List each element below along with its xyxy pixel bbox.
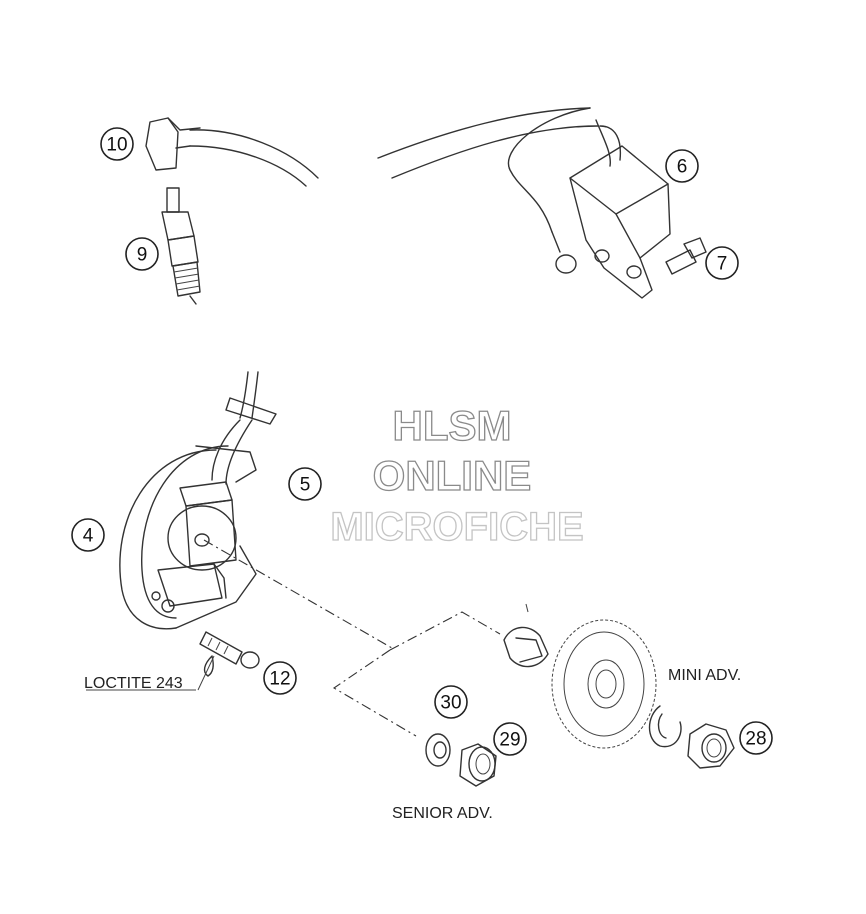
loctite-label: LOCTITE 243 [84, 675, 183, 692]
svg-text:30: 30 [440, 693, 461, 714]
stator-lead [211, 371, 277, 485]
flywheel-rotor [551, 619, 657, 749]
callout-9: 9 [125, 237, 159, 271]
svg-text:7: 7 [717, 254, 728, 275]
callout-29: 29 [493, 722, 527, 756]
svg-text:10: 10 [106, 135, 127, 156]
callout-12: 12 [263, 661, 297, 695]
callout-28: 28 [739, 721, 773, 755]
stator-screw [199, 631, 260, 677]
spark-plug [161, 187, 201, 305]
svg-text:29: 29 [499, 730, 520, 751]
rotor-nut [687, 723, 735, 769]
svg-text:4: 4 [83, 526, 94, 547]
alignment-lines [203, 539, 501, 737]
callout-7: 7 [705, 246, 739, 280]
rotor-key [503, 603, 549, 668]
callout-6: 6 [665, 149, 699, 183]
ignition-coil [507, 107, 671, 299]
senior-adv-label: SENIOR ADV. [392, 805, 493, 822]
watermark-hlsm: HLSM [393, 402, 512, 449]
callout-30: 30 [434, 685, 468, 719]
stator-plate [119, 445, 257, 630]
watermark-online: ONLINE [373, 452, 532, 499]
circlip [648, 705, 682, 748]
stator-coil [157, 481, 237, 607]
svg-text:6: 6 [677, 157, 688, 178]
callout-5: 5 [288, 467, 322, 501]
svg-text:9: 9 [137, 245, 148, 266]
senior-nut [459, 743, 497, 787]
mini-adv-label: MINI ADV. [668, 667, 741, 684]
callout-4: 4 [71, 518, 105, 552]
loctite-drop-icon [203, 655, 214, 677]
washer [425, 733, 451, 767]
ht-lead [189, 107, 599, 187]
spark-plug-cap [145, 117, 201, 171]
watermark-microfiche: MICROFICHE [330, 505, 583, 549]
svg-text:5: 5 [300, 475, 311, 496]
callout-10: 10 [100, 127, 134, 161]
svg-text:12: 12 [269, 669, 290, 690]
svg-text:28: 28 [745, 729, 766, 750]
coil-bolt [665, 237, 707, 275]
